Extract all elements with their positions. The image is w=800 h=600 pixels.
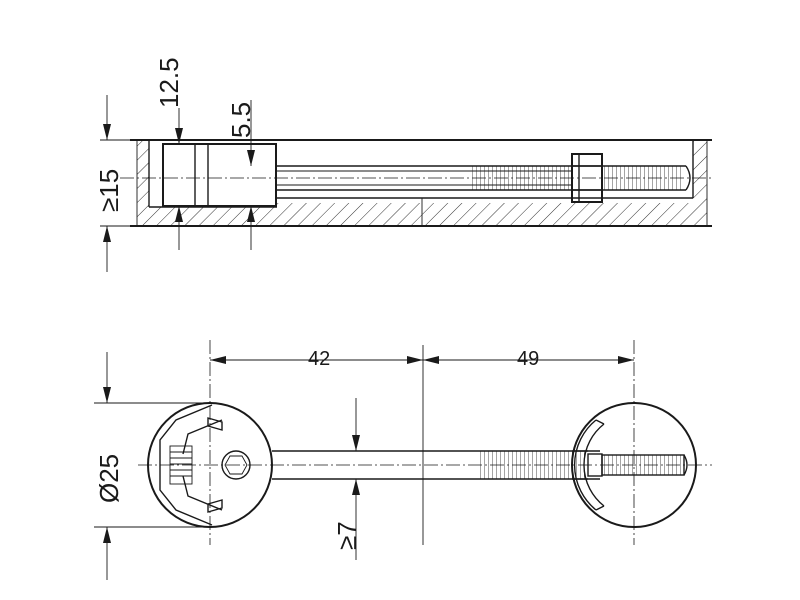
min-rod-bore-label: ≥7 <box>332 521 362 550</box>
plan-view: 42 49 Ø25 ≥7 <box>94 340 712 580</box>
section-view: ≥15 12.5 5.5 <box>94 57 712 272</box>
cam-offset-label: 5.5 <box>226 102 256 138</box>
dimension-cam-depth: 12.5 <box>154 57 184 250</box>
min-panel-thickness-label: ≥15 <box>94 169 124 212</box>
dimension-cam-to-edge: 42 <box>210 348 423 370</box>
dimension-cam-diameter: Ø25 <box>94 352 210 580</box>
dimension-min-rod-bore: ≥7 <box>332 398 362 560</box>
bolt-housing <box>566 402 697 528</box>
cam-depth-label: 12.5 <box>154 57 184 108</box>
cam-diameter-label: Ø25 <box>94 454 124 503</box>
connecting-rod-plan <box>272 450 600 480</box>
edge-to-bolt-label: 49 <box>517 348 539 370</box>
dimension-cam-offset: 5.5 <box>226 100 256 250</box>
cam-body-section <box>162 143 277 207</box>
hex-socket-icon <box>221 450 251 480</box>
dimension-edge-to-bolt: 49 <box>423 348 634 370</box>
cam-to-edge-label: 42 <box>308 348 330 370</box>
dimension-min-panel-thickness: ≥15 <box>94 95 130 272</box>
